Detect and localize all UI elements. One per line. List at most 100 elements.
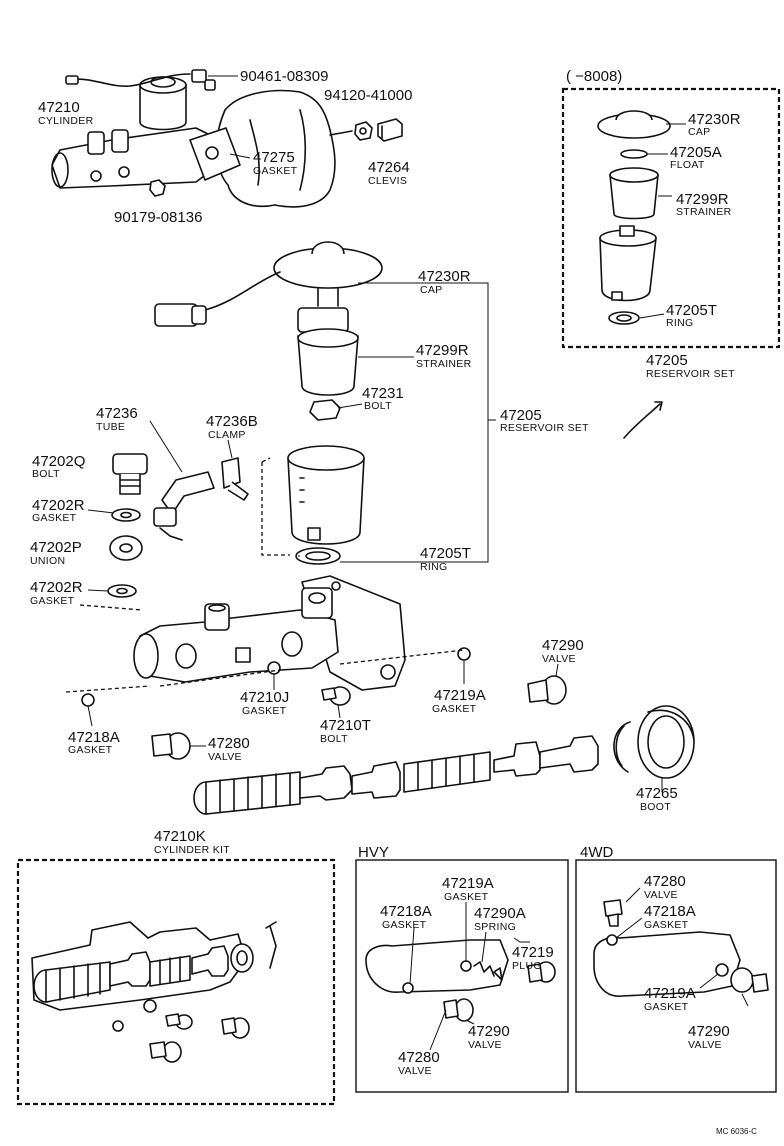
svg-text:47218A: 47218A <box>644 903 696 920</box>
svg-text:SPRING: SPRING <box>474 921 516 933</box>
label-47230R: 47230R CAP <box>418 268 471 296</box>
svg-text:GASKET: GASKET <box>68 744 113 756</box>
svg-text:VALVE: VALVE <box>208 751 242 763</box>
svg-text:47205T: 47205T <box>666 302 717 319</box>
svg-text:47290A: 47290A <box>474 905 526 922</box>
svg-text:47210K: 47210K <box>154 828 206 845</box>
svg-text:47280: 47280 <box>398 1049 440 1066</box>
svg-text:CLAMP: CLAMP <box>208 429 246 441</box>
label-47218A: 47218A GASKET <box>68 729 120 756</box>
svg-text:CYLINDER: CYLINDER <box>38 115 94 127</box>
svg-text:47210: 47210 <box>38 99 80 116</box>
piston-assembly-drawing <box>193 705 695 815</box>
svg-text:47290: 47290 <box>542 637 584 654</box>
svg-text:47219A: 47219A <box>442 875 494 892</box>
label-4wd-47290: 47290 VALVE <box>688 1023 730 1051</box>
four-wd-frame <box>575 859 777 1093</box>
svg-text:GASKET: GASKET <box>253 165 298 177</box>
svg-text:VALVE: VALVE <box>644 889 678 901</box>
label-47275: 47275 GASKET <box>229 149 298 177</box>
cylinder-kit-drawing <box>31 921 277 1063</box>
svg-text:BOLT: BOLT <box>320 733 348 745</box>
four-wd-header: 4WD <box>580 844 614 861</box>
svg-text:CYLINDER KIT: CYLINDER KIT <box>154 844 230 856</box>
svg-text:47219A: 47219A <box>434 687 486 704</box>
svg-text:47205T: 47205T <box>420 545 471 562</box>
label-inset-47205T: 47205T RING <box>666 302 717 329</box>
union-tube-drawing <box>79 453 249 611</box>
svg-text:90179-08136: 90179-08136 <box>114 209 202 226</box>
svg-text:PLUG: PLUG <box>512 960 542 972</box>
label-47290: 47290 VALVE <box>542 637 584 665</box>
svg-text:GASKET: GASKET <box>644 919 689 931</box>
label-47236: 47236 TUBE <box>96 405 138 433</box>
svg-text:47299R: 47299R <box>416 342 469 359</box>
svg-text:BOOT: BOOT <box>640 801 671 813</box>
svg-text:RING: RING <box>420 561 447 573</box>
svg-text:47205: 47205 <box>500 407 542 424</box>
svg-text:GASKET: GASKET <box>432 703 477 715</box>
label-hvy-47218A: 47218A GASKET <box>380 903 432 931</box>
label-47210K: 47210K CYLINDER KIT <box>154 828 230 856</box>
svg-text:47210T: 47210T <box>320 717 371 734</box>
svg-text:BOLT: BOLT <box>32 468 60 480</box>
production-range-note: ( −8008) <box>566 68 622 85</box>
label-47280: 47280 VALVE <box>208 735 250 763</box>
svg-text:47230R: 47230R <box>418 268 471 285</box>
label-47210J: 47210J GASKET <box>240 689 289 717</box>
label-47205T: 47205T RING <box>420 545 471 573</box>
hvy-header: HVY <box>358 844 389 861</box>
label-inset-47205A: 47205A FLOAT <box>670 144 722 171</box>
label-inset-47230R: 47230R CAP <box>688 111 741 138</box>
label-hvy-47219: 47219 PLUG <box>512 944 554 972</box>
label-47202R-b: 47202R GASKET <box>30 579 83 607</box>
svg-text:CAP: CAP <box>420 284 443 296</box>
svg-text:47275: 47275 <box>253 149 295 166</box>
svg-text:47202Q: 47202Q <box>32 453 85 470</box>
label-47236B: 47236B CLAMP <box>206 413 258 441</box>
four-wd-drawing <box>593 899 769 997</box>
label-47299R: 47299R STRAINER <box>416 342 471 370</box>
svg-text:VALVE: VALVE <box>468 1039 502 1051</box>
label-47202Q: 47202Q BOLT <box>32 453 85 480</box>
label-4wd-47218A: 47218A GASKET <box>644 903 696 931</box>
label-hvy-47280: 47280 VALVE <box>398 1049 440 1077</box>
label-inset-47299R: 47299R STRAINER <box>676 191 731 218</box>
svg-text:GASKET: GASKET <box>382 919 427 931</box>
svg-text:VALVE: VALVE <box>542 653 576 665</box>
svg-text:GASKET: GASKET <box>644 1001 689 1013</box>
label-hvy-47290A: 47290A SPRING <box>474 905 526 933</box>
svg-text:GASKET: GASKET <box>444 891 489 903</box>
svg-text:47205A: 47205A <box>670 144 722 161</box>
svg-text:VALVE: VALVE <box>688 1039 722 1051</box>
svg-text:47210J: 47210J <box>240 689 289 706</box>
label-94120: 94120-41000 <box>324 87 412 104</box>
svg-text:47219: 47219 <box>512 944 554 961</box>
svg-text:47218A: 47218A <box>380 903 432 920</box>
svg-text:RING: RING <box>666 317 693 329</box>
label-47202P: 47202P UNION <box>30 539 82 567</box>
svg-text:47264: 47264 <box>368 159 410 176</box>
label-47219A: 47219A GASKET <box>432 687 486 715</box>
svg-text:47202P: 47202P <box>30 539 82 556</box>
label-90461: 90461-08309 <box>208 68 328 85</box>
svg-text:GASKET: GASKET <box>242 705 287 717</box>
svg-text:UNION: UNION <box>30 555 65 567</box>
svg-text:47280: 47280 <box>644 873 686 890</box>
reservoir-stack-drawing <box>154 241 383 565</box>
svg-text:47202R: 47202R <box>30 579 83 596</box>
svg-text:47236B: 47236B <box>206 413 258 430</box>
svg-text:47218A: 47218A <box>68 729 120 746</box>
label-47205: 47205 RESERVOIR SET <box>500 407 589 434</box>
svg-text:47290: 47290 <box>468 1023 510 1040</box>
svg-text:47265: 47265 <box>636 785 678 802</box>
svg-text:GASKET: GASKET <box>32 512 77 524</box>
booster-assembly-drawing <box>51 69 403 208</box>
svg-text:RESERVOIR SET: RESERVOIR SET <box>500 422 589 434</box>
svg-text:47202R: 47202R <box>32 497 85 514</box>
label-47231: 47231 BOLT <box>362 385 404 412</box>
label-4wd-47219A: 47219A GASKET <box>644 985 696 1013</box>
svg-text:47290: 47290 <box>688 1023 730 1040</box>
label-hvy-47290: 47290 VALVE <box>468 1023 510 1051</box>
